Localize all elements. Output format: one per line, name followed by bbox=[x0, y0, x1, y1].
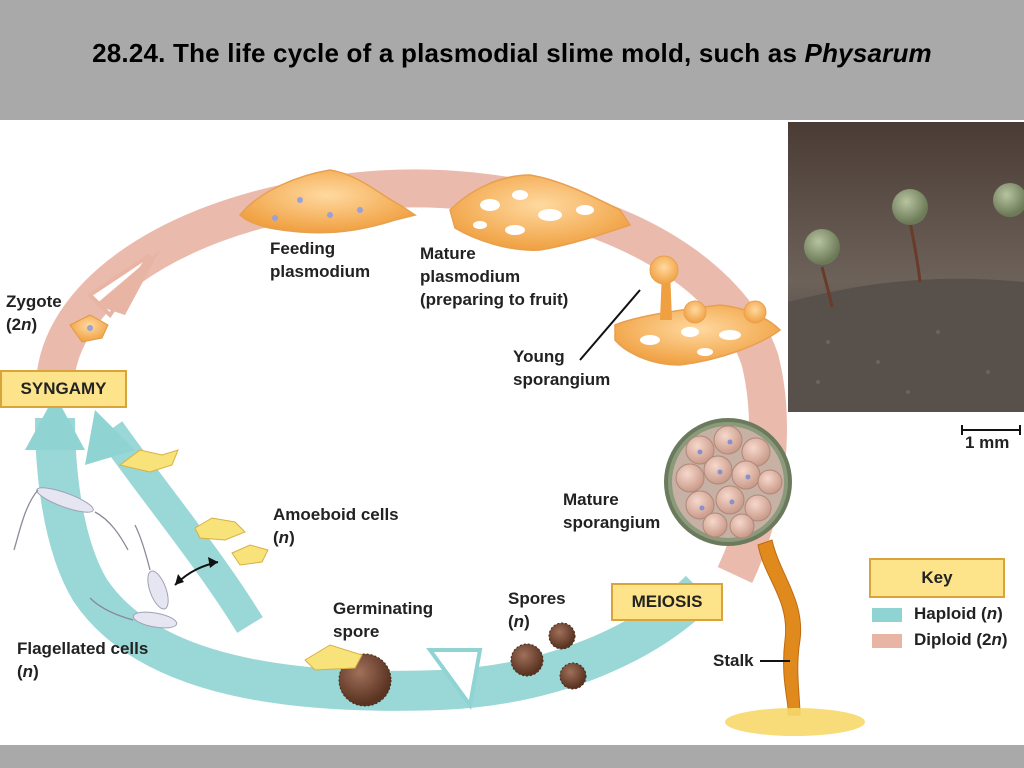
label-spores: Spores(n) bbox=[508, 589, 566, 631]
photo-scale-label: 1 mm bbox=[965, 433, 1010, 452]
haploid-swatch bbox=[872, 608, 902, 622]
slide-title: 28.24. The life cycle of a plasmodial sl… bbox=[0, 38, 1024, 69]
free-spores bbox=[510, 622, 587, 690]
life-cycle-diagram bbox=[13, 169, 1021, 736]
diploid-swatch bbox=[872, 634, 902, 648]
label-stalk: Stalk bbox=[713, 651, 754, 670]
bottom-bar bbox=[0, 745, 1024, 768]
title-genus: Physarum bbox=[804, 38, 932, 68]
syngamy-box: SYNGAMY bbox=[0, 370, 127, 408]
diploid-arrowhead-2 bbox=[95, 250, 160, 315]
stalk-base bbox=[725, 708, 865, 736]
label-amoeboid-cells: Amoeboid cells(n) bbox=[273, 505, 399, 547]
haploid-amoeboid-branch bbox=[97, 421, 263, 633]
sporangium-spores bbox=[675, 425, 783, 539]
haploid-arrowhead-inner bbox=[85, 410, 135, 465]
key-diploid: Diploid (2n) bbox=[914, 630, 1008, 649]
young-sporangium-head bbox=[649, 255, 679, 285]
sporangium-stalk bbox=[757, 539, 802, 716]
young-sporangium-network bbox=[614, 304, 782, 366]
label-flagellated-cells: Flagellated cells(n) bbox=[17, 639, 149, 681]
haploid-arrowhead-left bbox=[25, 395, 85, 450]
feeding-plasmodium bbox=[238, 169, 417, 234]
key-title: Key bbox=[869, 558, 1005, 598]
haploid-pathway bbox=[35, 417, 715, 711]
amoeboid-cells bbox=[118, 449, 269, 566]
young-network-holes bbox=[640, 327, 741, 356]
plasmodium-holes bbox=[473, 190, 594, 235]
key-haploid: Haploid (n) bbox=[914, 604, 1003, 623]
flagellated-cells bbox=[36, 487, 178, 629]
haploid-arrowhead-bottom bbox=[426, 648, 483, 710]
meiosis-box: MEIOSIS bbox=[611, 583, 723, 621]
label-zygote: Zygote(2n) bbox=[6, 292, 62, 334]
title-main: 28.24. The life cycle of a plasmodial sl… bbox=[92, 38, 805, 68]
physarum-photo bbox=[788, 122, 1024, 412]
